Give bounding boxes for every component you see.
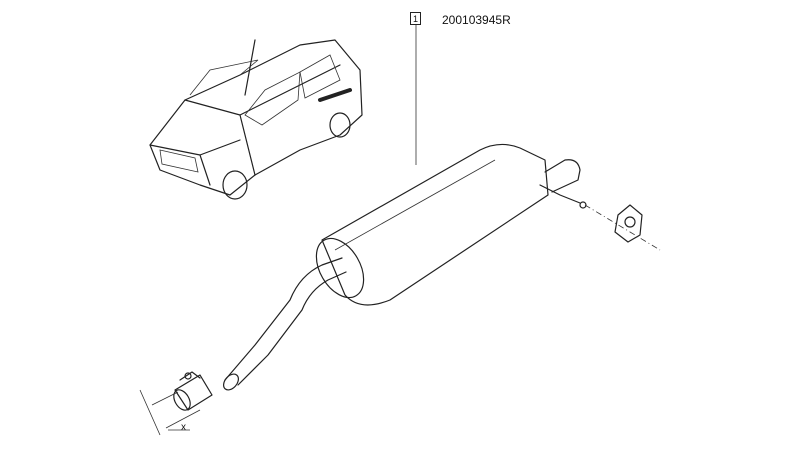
callout-marker[interactable]: 1 <box>410 12 421 25</box>
rubber-hanger <box>584 204 661 251</box>
pipe-clamp <box>173 371 213 411</box>
dimension-x <box>139 389 201 436</box>
part-number-label: 200103945R <box>442 13 511 27</box>
rear-muffler <box>315 143 587 306</box>
dimension-label: x <box>181 422 186 433</box>
vehicle-overview <box>149 39 363 200</box>
intermediate-pipe <box>223 257 347 391</box>
